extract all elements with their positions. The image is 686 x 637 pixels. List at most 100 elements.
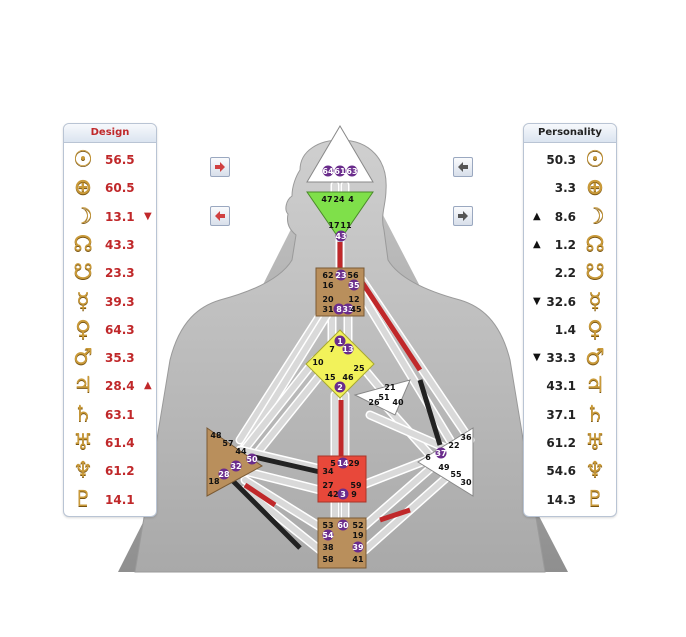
personality-value: 61.2: [546, 436, 576, 450]
gate-marker-39: [352, 541, 364, 553]
mercury-icon: ☿: [76, 288, 90, 314]
design-row-sun[interactable]: ☉ 56.5: [64, 147, 156, 173]
neptune-icon: ♆: [73, 458, 93, 484]
design-value: 60.5: [105, 181, 135, 196]
personality-row-south-node[interactable]: ☋2.2: [524, 260, 616, 286]
design-prev-button[interactable]: [210, 206, 230, 226]
design-value: 61.4: [105, 436, 135, 450]
design-row-mars[interactable]: ♂35.3: [64, 345, 156, 371]
gate-7: 7: [329, 345, 335, 354]
gate-marker-3: [337, 488, 349, 500]
design-value: 14.1: [105, 492, 135, 507]
gate-2: 2: [337, 383, 343, 392]
gate-25: 25: [353, 364, 365, 373]
personality-value: 1.2: [554, 237, 576, 252]
personality-row-mercury[interactable]: ☿32.6▼: [524, 289, 616, 315]
gate-29: 29: [348, 459, 360, 468]
design-row-north-node[interactable]: ☊ 43.3: [64, 232, 156, 258]
personality-value: 54.6: [546, 464, 576, 479]
gate-marker-8: [333, 303, 345, 315]
gate-8: 8: [336, 305, 342, 314]
activated-channel: [249, 453, 321, 475]
design-row-moon[interactable]: ☽13.1▼: [64, 204, 156, 230]
gate-64: 64: [322, 167, 334, 176]
personality-row-mars[interactable]: ♂33.3▼: [524, 345, 616, 371]
gate-marker-54: [322, 529, 334, 541]
design-row-pluto[interactable]: ♇14.1: [64, 487, 156, 513]
sun-icon: ☉: [585, 147, 605, 172]
gate-35: 35: [348, 281, 360, 290]
channel-fill: [237, 447, 328, 473]
gate-27: 27: [322, 481, 333, 490]
design-next-button[interactable]: [210, 157, 230, 177]
design-header: Design: [64, 124, 156, 143]
design-row-saturn[interactable]: ♄63.1: [64, 402, 156, 428]
activated-channel: [359, 280, 423, 372]
channel-fill: [247, 372, 323, 465]
personality-row-uranus[interactable]: ♅ 61.2: [524, 430, 616, 456]
design-row-jupiter[interactable]: ♃28.4▲: [64, 373, 156, 399]
personality-row-saturn[interactable]: ♄37.1: [524, 402, 616, 428]
design-row-earth[interactable]: ⊕60.5: [64, 175, 156, 201]
gate-marker-32: [230, 460, 242, 472]
gate-11: 11: [340, 221, 352, 230]
gate-31: 31: [322, 305, 334, 314]
personality-value: 2.2: [554, 266, 576, 281]
gate-marker-33: [342, 303, 354, 315]
north-node-icon: ☊: [73, 231, 93, 257]
gate-marker-2: [334, 381, 346, 393]
sun-icon: ☉: [73, 147, 93, 172]
gate-42: 42: [327, 490, 338, 499]
personality-row-north-node[interactable]: ☊1.2▲: [524, 232, 616, 258]
gate-16: 16: [322, 281, 334, 290]
gate-41: 41: [352, 555, 364, 564]
personality-value: 32.6: [546, 294, 576, 309]
ego-center: [353, 379, 411, 416]
gate-43: 43: [335, 232, 346, 241]
personality-next-button[interactable]: [453, 206, 473, 226]
design-row-neptune[interactable]: ♆61.2: [64, 458, 156, 484]
personality-row-jupiter[interactable]: ♃43.1: [524, 373, 616, 399]
personality-row-sun[interactable]: ☉ 50.3: [524, 147, 616, 173]
design-row-venus[interactable]: ♀64.3: [64, 317, 156, 343]
design-value: 43.3: [105, 237, 135, 252]
personality-row-earth[interactable]: ⊕3.3: [524, 175, 616, 201]
gate-51: 51: [378, 393, 390, 402]
design-row-mercury[interactable]: ☿39.3: [64, 289, 156, 315]
personality-row-venus[interactable]: ♀1.4: [524, 317, 616, 343]
personality-prev-button[interactable]: [453, 157, 473, 177]
personality-value: 8.6: [554, 209, 576, 224]
gate-15: 15: [324, 373, 336, 382]
venus-icon: ♀: [74, 316, 92, 342]
uranus-icon: ♅: [585, 430, 605, 455]
jupiter-icon: ♃: [73, 373, 93, 399]
gate-19: 19: [352, 531, 364, 540]
design-value: 56.5: [105, 153, 135, 167]
saturn-icon: ♄: [585, 401, 605, 427]
personality-value: 50.3: [546, 153, 576, 167]
arrow-right-gray-icon: [458, 211, 468, 221]
personality-row-pluto[interactable]: ♇14.3: [524, 487, 616, 513]
personality-value: 3.3: [554, 181, 576, 196]
channel-lines: [225, 180, 475, 555]
neptune-icon: ♆: [585, 458, 605, 484]
channel-fill: [242, 487, 323, 553]
gate-49: 49: [438, 463, 450, 472]
personality-row-moon[interactable]: ☽8.6▲: [524, 204, 616, 230]
gate-36: 36: [460, 433, 472, 442]
gate-24: 24: [333, 195, 345, 204]
gate-9: 9: [351, 490, 357, 499]
design-row-uranus[interactable]: ♅61.4: [64, 430, 156, 456]
gate-marker-13: [342, 343, 354, 355]
gate-56: 56: [347, 271, 359, 280]
gate-63: 63: [346, 167, 357, 176]
north-node-icon: ☊: [585, 231, 605, 257]
activated-channel: [243, 482, 277, 508]
channel-fill: [237, 467, 323, 493]
design-row-south-node[interactable]: ☋23.3: [64, 260, 156, 286]
personality-row-neptune[interactable]: ♆ 54.6: [524, 458, 616, 484]
gate-44: 44: [235, 447, 247, 456]
gate-39: 39: [352, 543, 364, 552]
gate-54: 54: [322, 531, 334, 540]
